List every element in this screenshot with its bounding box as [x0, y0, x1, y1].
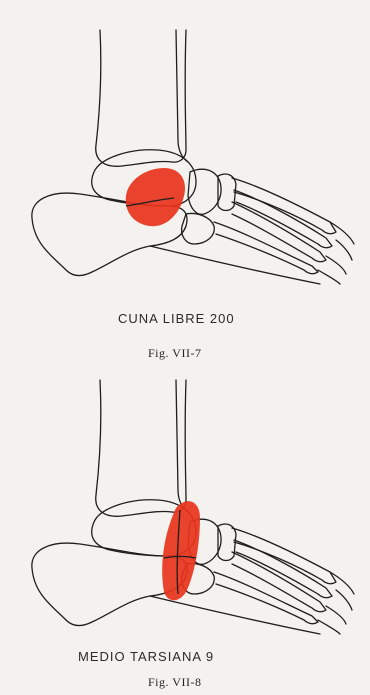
- foot-skeleton-drawing-1: [0, 0, 370, 300]
- tibia-bone: [96, 380, 186, 516]
- metatarsal-4: [214, 572, 318, 624]
- foot-diagram-figure-2: MEDIO TARSIANA 9 Fig. VII-8: [0, 370, 370, 670]
- handwritten-label-1: CUNA LIBRE 200: [118, 311, 235, 326]
- highlight-spot-1: [126, 168, 185, 226]
- metatarsal-4: [214, 222, 318, 274]
- highlight-band-2: [162, 501, 200, 600]
- foot-diagram-figure-1: CUNA LIBRE 200 Fig. VII-7: [0, 0, 370, 300]
- figure-caption-1: Fig. VII-7: [148, 346, 201, 361]
- figure-caption-2: Fig. VII-8: [148, 675, 201, 690]
- navicular-bone: [188, 169, 221, 214]
- handwritten-label-2: MEDIO TARSIANA 9: [78, 649, 214, 664]
- tibia-bone: [96, 30, 186, 166]
- foot-skeleton-drawing-2: [0, 370, 370, 670]
